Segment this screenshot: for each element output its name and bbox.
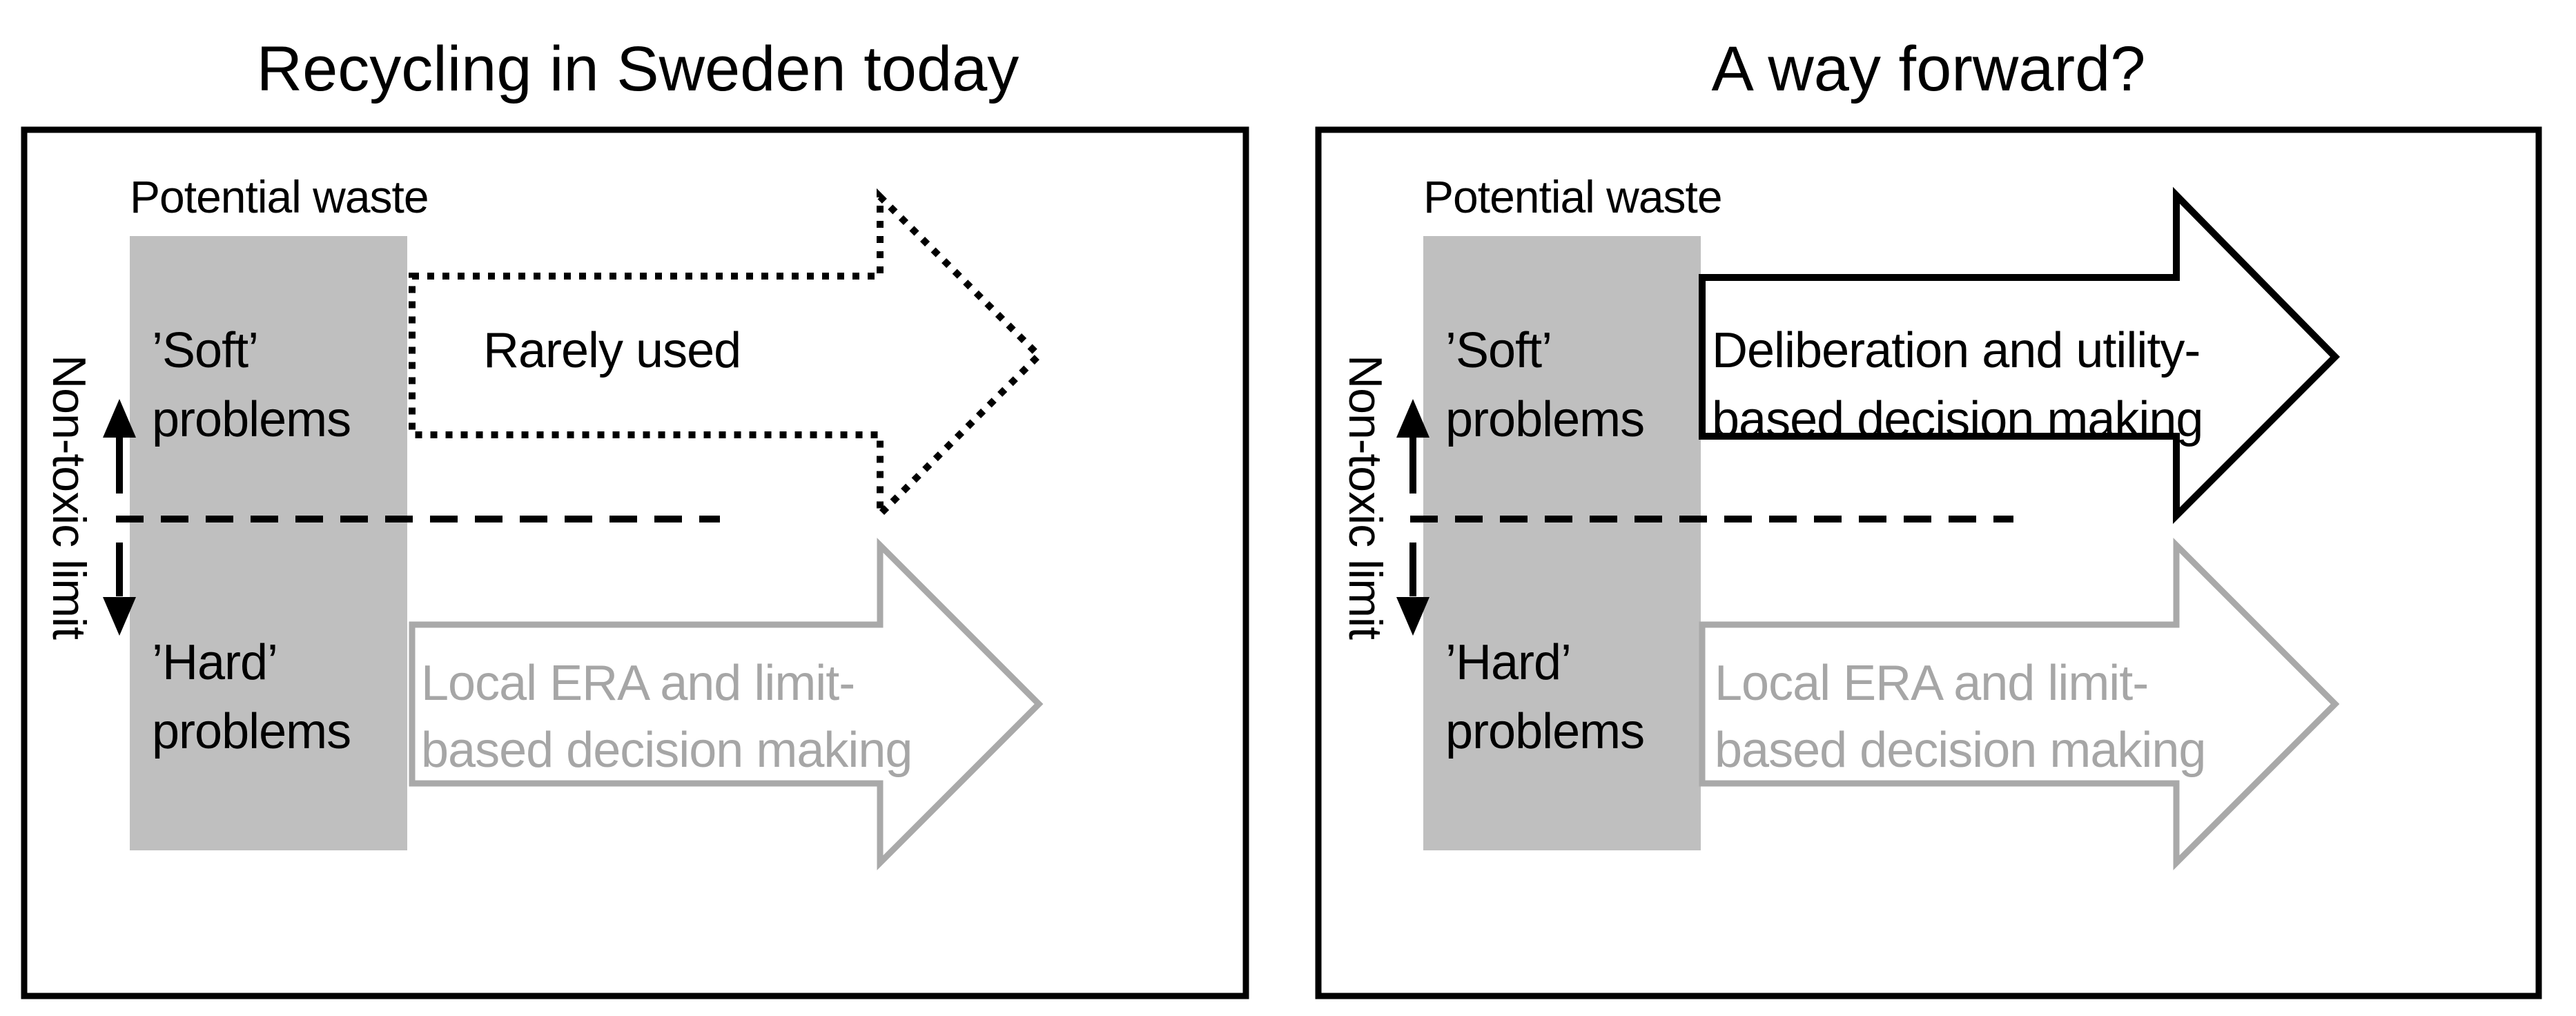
right-bottom-flow-arrow-gray bbox=[1699, 538, 2340, 870]
right-bottom-arrow-label-line2: based decision making bbox=[1715, 723, 2206, 778]
left-top-flow-arrow-dotted bbox=[409, 188, 1044, 523]
left-panel-title: Recycling in Sweden today bbox=[256, 34, 1019, 104]
right-soft-problems-label-line2: problems bbox=[1445, 392, 1645, 447]
left-bottom-flow-arrow-gray bbox=[409, 538, 1044, 870]
left-bottom-arrow-label-line2: based decision making bbox=[421, 723, 913, 778]
right-axis-down-arrow-icon bbox=[1396, 543, 1430, 636]
right-potential-waste-bar bbox=[1423, 236, 1701, 850]
right-panel-shapes bbox=[1315, 126, 2542, 999]
right-top-arrow-label-line2: based decision making bbox=[1712, 392, 2203, 447]
left-soft-problems-label-line1: ’Soft’ bbox=[152, 323, 259, 378]
right-axis-up-arrow-icon bbox=[1396, 399, 1430, 494]
right-hard-problems-label-line2: problems bbox=[1445, 704, 1645, 759]
right-panel-border bbox=[1315, 126, 2542, 999]
left-top-arrow-label: Rarely used bbox=[483, 323, 741, 378]
right-hard-problems-label-line1: ’Hard’ bbox=[1445, 635, 1572, 690]
right-top-arrow-label-line1: Deliberation and utility- bbox=[1712, 323, 2201, 378]
left-bottom-arrow-label-line1: Local ERA and limit- bbox=[421, 656, 855, 711]
right-nontoxic-limit-axis-label: Non-toxic limit bbox=[1339, 355, 1392, 639]
right-panel-title: A way forward? bbox=[1711, 34, 2146, 104]
right-potential-waste-label: Potential waste bbox=[1423, 171, 1723, 222]
right-bottom-arrow-label-line1: Local ERA and limit- bbox=[1715, 656, 2149, 711]
left-panel-border bbox=[21, 126, 1249, 999]
left-panel-shapes bbox=[21, 126, 1249, 999]
left-potential-waste-bar bbox=[130, 236, 407, 850]
left-soft-problems-label-line2: problems bbox=[152, 392, 351, 447]
left-axis-down-arrow-icon bbox=[103, 543, 136, 636]
left-nontoxic-limit-axis-label: Non-toxic limit bbox=[43, 355, 95, 639]
left-potential-waste-label: Potential waste bbox=[130, 171, 429, 222]
right-soft-problems-label-line1: ’Soft’ bbox=[1445, 323, 1552, 378]
right-top-flow-arrow-solid bbox=[1699, 186, 2341, 525]
left-axis-up-arrow-icon bbox=[103, 399, 136, 494]
left-hard-problems-label-line2: problems bbox=[152, 704, 351, 759]
left-hard-problems-label-line1: ’Hard’ bbox=[152, 635, 278, 690]
